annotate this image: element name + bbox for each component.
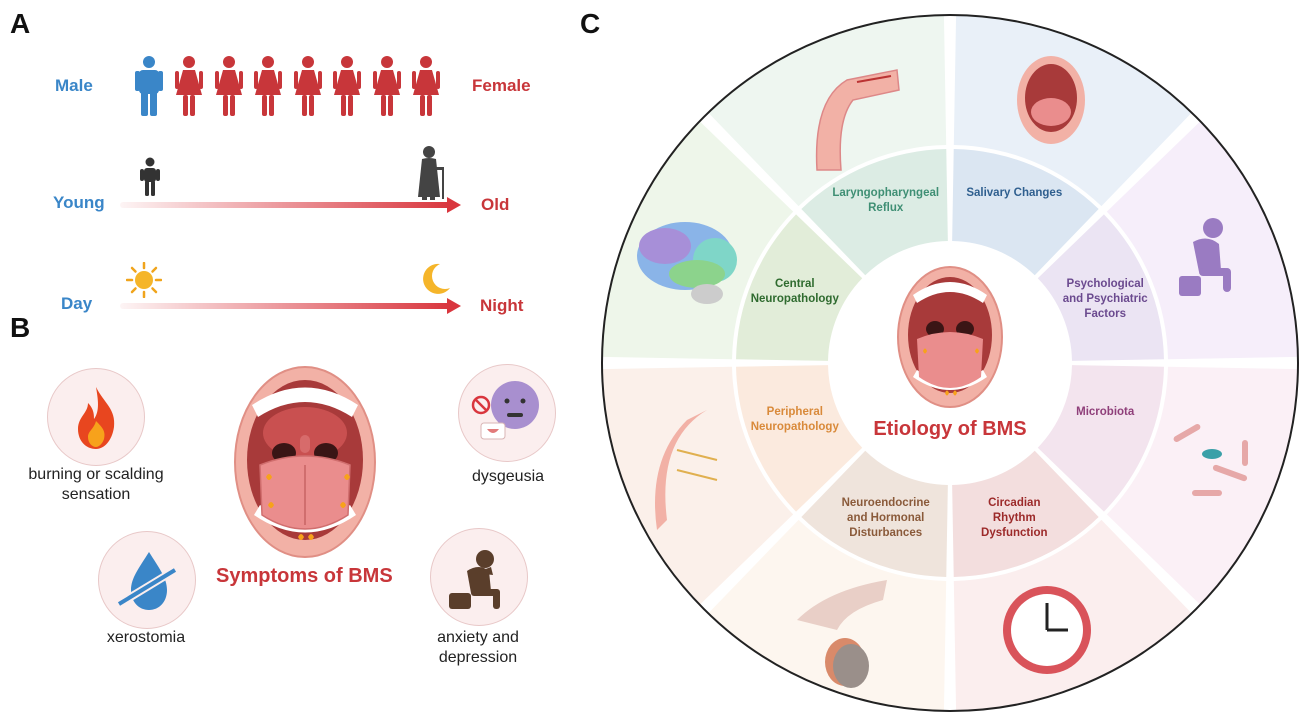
bacteria-icon bbox=[1173, 424, 1248, 496]
dysgeusia-icon bbox=[471, 381, 539, 440]
panel-a-letter: A bbox=[10, 8, 31, 39]
open-mouth-illustration bbox=[234, 366, 376, 558]
wheel-label-7: Central Neuropathology bbox=[750, 277, 839, 305]
wheel-label-5: Neuroendocrine and Hormonal Disturbances bbox=[841, 497, 930, 540]
female-icon bbox=[333, 56, 361, 116]
throat-reflux-icon bbox=[815, 69, 900, 171]
depressed-person-icon bbox=[449, 550, 500, 609]
burning-label: burning or scalding sensation bbox=[28, 466, 164, 503]
etiology-title: Etiology of BMS bbox=[873, 418, 1026, 440]
female-icon bbox=[214, 56, 243, 116]
time-arrowhead bbox=[447, 298, 461, 314]
inner-segment bbox=[801, 450, 948, 577]
anxiety-icon-circle bbox=[430, 528, 528, 626]
elderly-icon bbox=[418, 146, 444, 200]
child-icon bbox=[140, 157, 160, 196]
gland-icon bbox=[797, 580, 887, 688]
time-arrow bbox=[120, 303, 450, 309]
brain-icon bbox=[637, 222, 737, 304]
night-label: Night bbox=[480, 296, 524, 315]
female-icon bbox=[293, 56, 322, 116]
sun-icon bbox=[126, 262, 162, 298]
female-icon bbox=[175, 56, 203, 116]
young-label: Young bbox=[53, 193, 105, 212]
outer-segment bbox=[602, 366, 794, 614]
etiology-wheel: Etiology of BMS bbox=[601, 14, 1299, 712]
flame-icon bbox=[78, 387, 115, 449]
dysgeusia-icon-circle bbox=[458, 364, 556, 462]
inner-segment bbox=[1037, 365, 1164, 512]
head-nerves-icon bbox=[655, 410, 718, 530]
age-arrowhead bbox=[447, 197, 461, 213]
panel-c-letter: C bbox=[580, 8, 601, 39]
outer-segment bbox=[1106, 366, 1298, 614]
inner-segment bbox=[736, 214, 863, 361]
wheel-label-0: Laryngopharyngeal Reflux bbox=[832, 186, 940, 214]
panel-b-letter: B bbox=[10, 312, 31, 343]
wheel-label-1: Salivary Changes bbox=[966, 186, 1063, 199]
female-icon bbox=[412, 56, 440, 116]
day-label: Day bbox=[61, 294, 93, 313]
moon-icon bbox=[423, 263, 450, 294]
mouth-saliva-icon bbox=[1017, 56, 1085, 144]
age-arrow bbox=[120, 202, 450, 208]
burning-icon-circle bbox=[47, 368, 145, 466]
anxiety-label: anxiety and depression bbox=[437, 629, 519, 666]
inner-segment bbox=[952, 450, 1099, 577]
depressed-person-icon-c bbox=[1179, 218, 1231, 296]
wheel-label-6: Peripheral Neuropathology bbox=[750, 406, 839, 434]
xerostomia-label: xerostomia bbox=[106, 629, 186, 646]
female-icon bbox=[254, 56, 282, 116]
inner-segment bbox=[736, 365, 863, 512]
dysgeusia-label: dysgeusia bbox=[471, 468, 545, 485]
outer-segment bbox=[699, 15, 947, 207]
inner-segment bbox=[801, 149, 948, 276]
male-label: Male bbox=[55, 76, 93, 95]
wheel-label-2: Psychological and Psychiatric Factors bbox=[1062, 277, 1148, 320]
clock-icon bbox=[1003, 586, 1091, 674]
wheel-label-4: Circadian Rhythm Dysfunction bbox=[981, 497, 1048, 540]
no-water-drop-icon bbox=[116, 552, 178, 610]
wheel-label-3: Microbiota bbox=[1076, 406, 1135, 419]
center-mouth-illustration bbox=[897, 266, 1003, 408]
inner-segment bbox=[1037, 214, 1164, 361]
female-icon bbox=[372, 56, 401, 116]
old-label: Old bbox=[481, 195, 510, 214]
symptoms-title: Symptoms of BMS bbox=[216, 565, 393, 587]
inner-segment bbox=[952, 149, 1099, 276]
female-label: Female bbox=[472, 76, 531, 95]
male-icon bbox=[135, 56, 163, 116]
xerostomia-icon-circle bbox=[98, 531, 196, 629]
